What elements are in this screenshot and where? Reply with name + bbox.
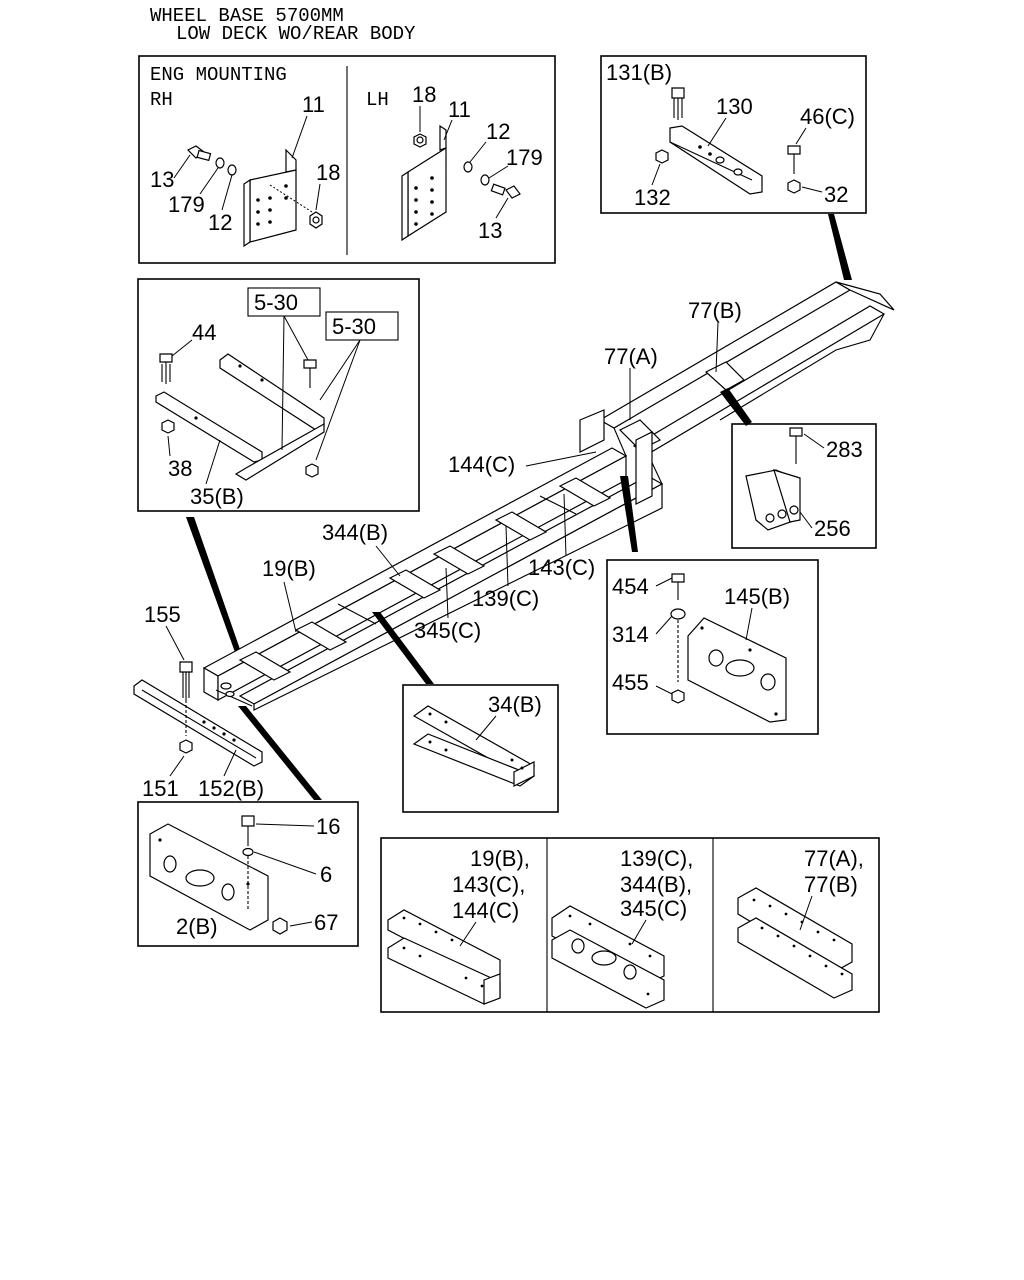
crossmember-panel: [137, 278, 420, 512]
callout-34b: 34(B): [488, 692, 542, 717]
callout-132: 132: [634, 185, 671, 210]
callout-455: 455: [612, 670, 649, 695]
lh-label: LH: [366, 89, 389, 111]
callout-144c: 144(C): [448, 452, 515, 477]
leader-wedge-145: [620, 476, 638, 552]
rear-bracket-130: [669, 125, 763, 195]
callout-139c: 139(C): [472, 586, 539, 611]
ref-5-30-b: 5-30: [332, 314, 376, 339]
rail-parts: [133, 661, 263, 767]
eng-mounting-panel: ENG MOUNTING RH LH 11 13 179: [138, 55, 556, 264]
callout-143c: 143(C): [528, 555, 595, 580]
gusset-1-label-1: 19(B),: [470, 846, 530, 871]
callout-151: 151: [142, 776, 179, 801]
lh-mount-bracket: [401, 124, 521, 242]
leader-wedge-34: [372, 612, 434, 684]
lh-callout-13: 13: [478, 218, 502, 243]
lh-callout-11: 11: [448, 97, 471, 122]
gusset-plate-1: [387, 909, 501, 1005]
gusset-2-label-2: 344(B),: [620, 872, 692, 897]
gusset-2-label-3: 345(C): [620, 896, 687, 921]
lh-callout-18: 18: [412, 82, 436, 107]
header-line-2: LOW DECK WO/REAR BODY: [176, 23, 416, 45]
gusset-1-label-3: 144(C): [452, 898, 519, 923]
callout-345c: 345(C): [414, 618, 481, 643]
lh-callout-12: 12: [486, 119, 510, 144]
header-line-1: WHEEL BASE 5700MM: [150, 5, 344, 27]
ref-5-30-a: 5-30: [254, 290, 298, 315]
callout-35b: 35(B): [190, 484, 244, 509]
leader-wedge-2b: [238, 706, 322, 800]
bracket-283-panel: [731, 423, 877, 549]
callout-6: 6: [320, 862, 332, 887]
callout-2b: 2(B): [176, 914, 218, 939]
callout-67: 67: [314, 910, 338, 935]
rh-label: RH: [150, 89, 173, 111]
rh-callout-13: 13: [150, 167, 174, 192]
callout-314: 314: [612, 622, 649, 647]
crossmember-145b-panel: [606, 559, 819, 735]
callout-454: 454: [612, 574, 649, 599]
rh-callout-11: 11: [302, 92, 325, 117]
callout-283: 283: [826, 437, 863, 462]
rh-callout-18: 18: [316, 160, 340, 185]
rh-callout-179: 179: [168, 192, 205, 217]
leader-wedge-crossmember: [186, 517, 242, 655]
gusset-3-label-2: 77(B): [804, 872, 858, 897]
rh-mount-bracket: [186, 145, 323, 248]
leader-wedge-283: [720, 388, 752, 426]
gusset-panels: [380, 837, 880, 1013]
callout-155: 155: [144, 602, 181, 627]
gusset-2-label-1: 139(C),: [620, 846, 693, 871]
lh-callout-179: 179: [506, 145, 543, 170]
rear-bracket-panel: [600, 55, 867, 214]
chassis-frame: [202, 281, 895, 711]
callout-16: 16: [316, 814, 340, 839]
callout-256: 256: [814, 516, 851, 541]
callout-44: 44: [192, 320, 216, 345]
callout-131b: 131(B): [606, 60, 672, 85]
callout-152b: 152(B): [198, 776, 264, 801]
gusset-3-label-1: 77(A),: [804, 846, 864, 871]
callout-344b: 344(B): [322, 520, 388, 545]
callout-77b: 77(B): [688, 298, 742, 323]
callout-130: 130: [716, 94, 753, 119]
leader-wedge-rear: [828, 214, 852, 280]
gusset-plate-2: [551, 905, 665, 1009]
gusset-1-label-2: 143(C),: [452, 872, 525, 897]
callout-77a: 77(A): [604, 344, 658, 369]
ref-box-2: [325, 311, 399, 341]
bracket-34b-panel: [402, 684, 559, 813]
callout-32: 32: [824, 182, 848, 207]
rh-callout-12: 12: [208, 210, 232, 235]
crossmember-2b-panel: [137, 801, 359, 947]
callout-19b: 19(B): [262, 556, 316, 581]
callout-46c: 46(C): [800, 104, 855, 129]
gusset-plate-3: [737, 887, 853, 999]
callout-145b: 145(B): [724, 584, 790, 609]
eng-mounting-title: ENG MOUNTING: [150, 64, 287, 86]
callout-38: 38: [168, 456, 192, 481]
